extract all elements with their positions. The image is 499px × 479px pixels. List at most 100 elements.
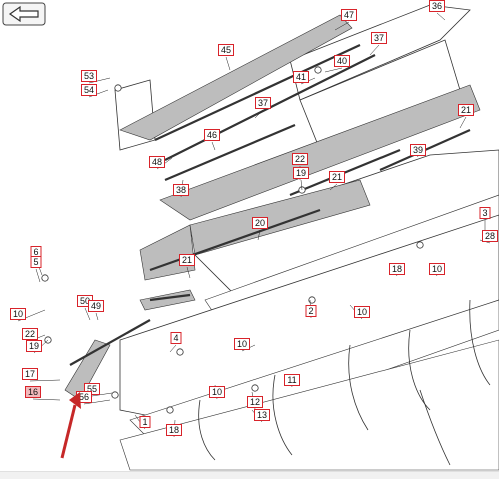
callout-37[interactable]: 37	[371, 32, 387, 44]
callout-21[interactable]: 21	[179, 254, 195, 266]
callout-number: 18	[169, 425, 179, 435]
callout-19[interactable]: 19	[26, 340, 42, 352]
callout-10[interactable]: 10	[10, 308, 26, 320]
callout-number: 10	[432, 264, 442, 274]
callout-number: 11	[287, 375, 296, 385]
callout-13[interactable]: 13	[254, 409, 270, 421]
callout-18[interactable]: 18	[389, 263, 405, 275]
callout-box	[149, 156, 165, 168]
leader-line	[29, 379, 61, 382]
callout-48[interactable]: 48	[149, 156, 165, 168]
leader-line	[334, 21, 350, 31]
callout-19[interactable]: 19	[293, 167, 309, 179]
callout-box	[81, 70, 97, 82]
callout-box	[341, 9, 357, 21]
callout-number: 28	[485, 231, 495, 241]
callout-1[interactable]: 1	[139, 416, 151, 428]
callout-39[interactable]: 39	[410, 144, 426, 156]
callout-16[interactable]: 16	[25, 386, 41, 398]
callout-5[interactable]: 5	[30, 256, 42, 268]
callout-11[interactable]: 11	[284, 374, 300, 386]
callout-number: 1	[142, 417, 147, 427]
callout-45[interactable]: 45	[218, 44, 234, 56]
callout-47[interactable]: 47	[341, 9, 357, 21]
callout-box	[88, 300, 104, 312]
callout-number: 20	[255, 218, 265, 228]
callout-box	[218, 44, 234, 56]
bottom-strip	[0, 471, 499, 479]
callout-box	[284, 374, 300, 386]
callout-10[interactable]: 10	[429, 263, 445, 275]
callout-box	[179, 254, 195, 266]
callout-box	[204, 129, 220, 141]
callout-36[interactable]: 36	[429, 0, 445, 12]
callout-box	[234, 338, 250, 350]
callout-21[interactable]: 21	[329, 171, 345, 183]
bolt-icon	[314, 66, 322, 74]
callout-box	[81, 84, 97, 96]
bolt-icon	[41, 274, 49, 282]
callout-10[interactable]: 10	[234, 338, 250, 350]
callout-number: 41	[296, 72, 306, 82]
callout-number: 2	[308, 306, 313, 316]
callout-49[interactable]: 49	[88, 300, 104, 312]
back-arrow-icon[interactable]	[2, 2, 46, 26]
callout-4[interactable]: 4	[170, 332, 182, 344]
callout-box	[292, 153, 308, 165]
bolt-icon	[176, 348, 184, 356]
callout-28[interactable]: 28	[482, 230, 498, 242]
leader-line	[369, 44, 380, 56]
callout-box	[166, 424, 182, 436]
callout-17[interactable]: 17	[22, 368, 38, 380]
callout-53[interactable]: 53	[81, 70, 97, 82]
callout-box	[254, 409, 270, 421]
callout-box	[293, 71, 309, 83]
leader-line	[83, 399, 111, 405]
callout-number: 48	[152, 157, 162, 167]
callout-number: 38	[176, 185, 186, 195]
callout-number: 10	[357, 307, 367, 317]
callout-box	[25, 386, 41, 398]
leader-line	[186, 266, 191, 279]
callout-2[interactable]: 2	[305, 305, 317, 317]
callout-box	[10, 308, 26, 320]
callout-10[interactable]: 10	[354, 306, 370, 318]
callout-number: 17	[25, 369, 35, 379]
callout-22[interactable]: 22	[22, 328, 38, 340]
leader-line	[257, 229, 261, 241]
callout-box	[247, 396, 263, 408]
bolt-icon	[166, 406, 174, 414]
callout-box	[389, 263, 405, 275]
callout-38[interactable]: 38	[173, 184, 189, 196]
callout-40[interactable]: 40	[334, 55, 350, 67]
callout-box	[458, 104, 474, 116]
callout-number: 53	[84, 71, 94, 81]
callout-6[interactable]: 6	[30, 246, 42, 258]
callout-22[interactable]: 22	[292, 153, 308, 165]
callout-number: 36	[432, 1, 442, 11]
callout-21[interactable]: 21	[458, 104, 474, 116]
callout-10[interactable]: 10	[209, 386, 225, 398]
bolt-icon	[416, 241, 424, 249]
callout-number: 18	[392, 264, 402, 274]
callout-41[interactable]: 41	[293, 71, 309, 83]
callout-box	[139, 416, 151, 428]
callout-number: 49	[91, 301, 101, 311]
callout-54[interactable]: 54	[81, 84, 97, 96]
callout-number: 37	[258, 98, 268, 108]
callout-12[interactable]: 12	[247, 396, 263, 408]
leader-line	[211, 141, 216, 151]
leader-line	[88, 77, 111, 84]
callout-box	[26, 340, 42, 352]
callout-18[interactable]: 18	[166, 424, 182, 436]
leader-line	[254, 109, 264, 119]
callout-box	[482, 230, 498, 242]
leader-line	[324, 67, 343, 73]
callout-number: 45	[221, 45, 231, 55]
callout-3[interactable]: 3	[479, 207, 491, 219]
callout-37[interactable]: 37	[255, 97, 271, 109]
callout-box	[255, 97, 271, 109]
callout-46[interactable]: 46	[204, 129, 220, 141]
callout-20[interactable]: 20	[252, 217, 268, 229]
